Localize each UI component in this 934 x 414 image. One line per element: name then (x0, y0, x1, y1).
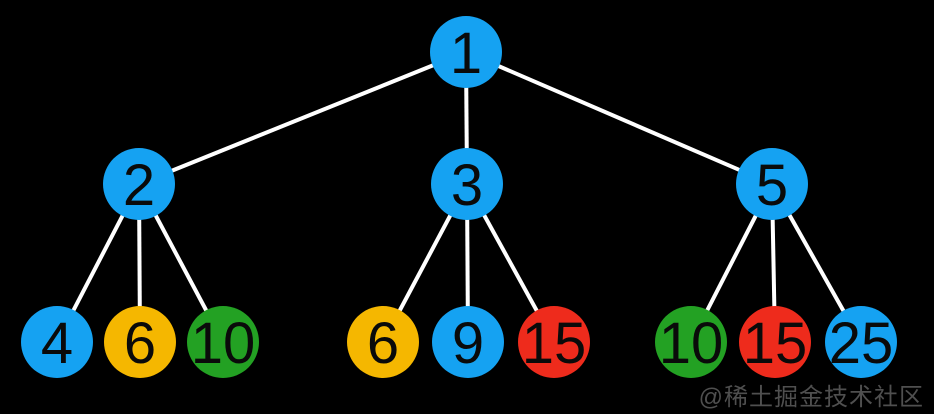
tree-node-label-n3c3: 15 (522, 311, 587, 376)
tree-node-label-n2: 2 (123, 153, 155, 218)
tree-node-label-n2c3: 10 (191, 311, 256, 376)
tree-node-label-n3c1: 6 (367, 311, 399, 376)
tree-node-label-n5c3: 25 (829, 311, 894, 376)
tree-node-n3c1: 6 (347, 306, 419, 378)
tree-node-circle-n3c1 (347, 306, 419, 378)
tree-node-label-n3c2: 9 (452, 311, 484, 376)
tree-node-circle-n2 (103, 148, 175, 220)
tree-node-n5: 5 (736, 148, 808, 220)
tree-node-circle-n5 (736, 148, 808, 220)
tree-node-circle-n3 (431, 148, 503, 220)
tree-node-n2: 2 (103, 148, 175, 220)
tree-node-circle-n2c2 (104, 306, 176, 378)
tree-node-n2c2: 6 (104, 306, 176, 378)
tree-node-n3c2: 9 (432, 306, 504, 378)
tree-node-label-root: 1 (450, 21, 482, 86)
tree-edge-root-n2 (138, 50, 467, 186)
tree-node-circle-n2c3 (187, 306, 259, 378)
tree-node-label-n2c2: 6 (124, 311, 156, 376)
tree-node-n3: 3 (431, 148, 503, 220)
tree-node-n3c3: 15 (518, 306, 590, 378)
tree-node-n5c3: 25 (825, 306, 897, 378)
tree-node-label-n5c1: 10 (659, 311, 724, 376)
tree-node-label-n3: 3 (451, 153, 483, 218)
tree-node-circle-n3c2 (432, 306, 504, 378)
tree-node-n5c1: 10 (655, 306, 727, 378)
watermark: @稀土掘金技术社区 (698, 384, 924, 411)
tree-node-circle-n5c2 (739, 306, 811, 378)
tree-node-n2c1: 4 (21, 306, 93, 378)
tree-node-circle-n3c3 (518, 306, 590, 378)
tree-node-n5c2: 15 (739, 306, 811, 378)
tree-edge-root-n5 (465, 50, 773, 186)
tree-node-label-n2c1: 4 (41, 311, 73, 376)
tree-node-label-n5: 5 (756, 153, 788, 218)
tree-node-n2c3: 10 (187, 306, 259, 378)
tree-node-circle-n5c1 (655, 306, 727, 378)
tree-node-circle-root (430, 16, 502, 88)
tree-node-label-n5c2: 15 (743, 311, 808, 376)
tree-node-circle-n5c3 (825, 306, 897, 378)
tree-node-circle-n2c1 (21, 306, 93, 378)
tree-node-root: 1 (430, 16, 502, 88)
